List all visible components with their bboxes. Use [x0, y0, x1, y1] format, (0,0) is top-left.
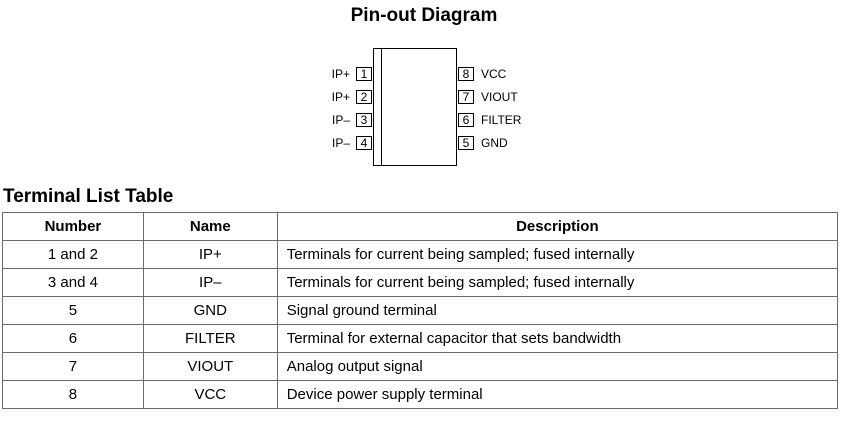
table-header-row: Number Name Description — [2, 212, 839, 241]
pin-8-number: 8 — [458, 67, 474, 81]
cell-name: IP+ — [142, 240, 278, 269]
pin-6-number: 6 — [458, 113, 474, 127]
pin-4-label: IP– — [331, 136, 350, 150]
cell-description: Terminals for current being sampled; fus… — [276, 240, 839, 269]
cell-number: 7 — [2, 352, 144, 381]
cell-name: GND — [142, 296, 278, 325]
pin-1-number: 1 — [356, 67, 372, 81]
cell-name: IP– — [142, 268, 278, 297]
cell-number: 8 — [2, 380, 144, 409]
pin-1-label: IP+ — [331, 67, 350, 81]
terminal-list-table: Number Name Description 1 and 2 IP+ Term… — [2, 212, 839, 409]
cell-description: Signal ground terminal — [276, 296, 839, 325]
pin-5-label: GND — [481, 136, 508, 150]
pin-7-number: 7 — [458, 90, 474, 104]
table-title: Terminal List Table — [3, 186, 174, 207]
cell-description: Device power supply terminal — [276, 380, 839, 409]
table-row: 7 VIOUT Analog output signal — [2, 352, 839, 381]
ic-package-body — [373, 48, 457, 166]
pin-3-label: IP– — [331, 113, 350, 127]
cell-description: Terminal for external capacitor that set… — [276, 324, 839, 353]
table-row: 1 and 2 IP+ Terminals for current being … — [2, 240, 839, 269]
cell-number: 3 and 4 — [2, 268, 144, 297]
header-number: Number — [2, 212, 144, 241]
pin-4-number: 4 — [356, 136, 372, 150]
cell-number: 1 and 2 — [2, 240, 144, 269]
pin-2-number: 2 — [356, 90, 372, 104]
header-description: Description — [276, 212, 839, 241]
header-name: Name — [142, 212, 278, 241]
cell-description: Analog output signal — [276, 352, 839, 381]
table-row: 3 and 4 IP– Terminals for current being … — [2, 268, 839, 297]
cell-number: 6 — [2, 324, 144, 353]
table-row: 6 FILTER Terminal for external capacitor… — [2, 324, 839, 353]
pin1-marker-line — [381, 49, 382, 165]
pin-7-label: VIOUT — [481, 90, 518, 104]
cell-number: 5 — [2, 296, 144, 325]
cell-description: Terminals for current being sampled; fus… — [276, 268, 839, 297]
table-row: 5 GND Signal ground terminal — [2, 296, 839, 325]
table-row: 8 VCC Device power supply terminal — [2, 380, 839, 409]
cell-name: FILTER — [142, 324, 278, 353]
diagram-title: Pin-out Diagram — [350, 5, 498, 26]
pin-6-label: FILTER — [481, 113, 522, 127]
pin-8-label: VCC — [481, 67, 507, 81]
cell-name: VIOUT — [142, 352, 278, 381]
pin-2-label: IP+ — [331, 90, 350, 104]
pin-5-number: 5 — [458, 136, 474, 150]
cell-name: VCC — [142, 380, 278, 409]
pin-3-number: 3 — [356, 113, 372, 127]
